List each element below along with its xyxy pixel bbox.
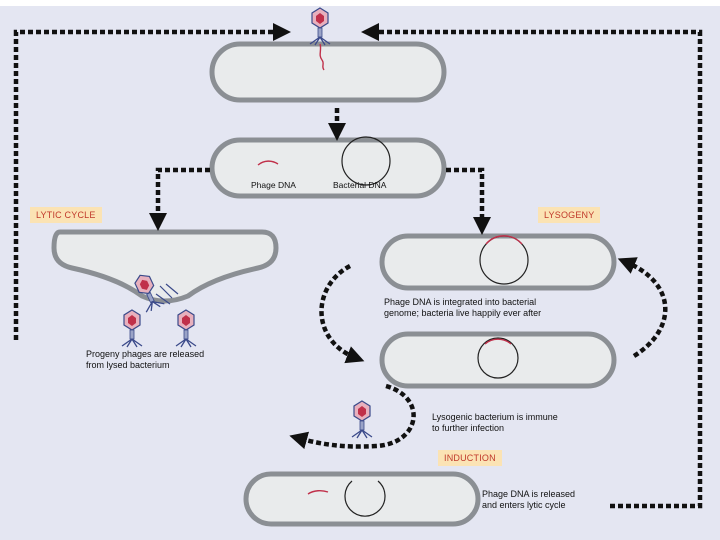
phage-fragments [155, 283, 179, 305]
immune-phage-icon [351, 400, 373, 439]
top-strip [0, 0, 720, 6]
progeny-phage-icon-1 [121, 309, 143, 348]
phage-dna-fragment [257, 160, 279, 166]
progeny-caption-line2: from lysed bacterium [86, 360, 170, 370]
lytic-cycle-label: LYTIC CYCLE [30, 207, 102, 223]
released-caption-line2: and enters lytic cycle [482, 500, 566, 510]
induction-label: INDUCTION [438, 450, 502, 466]
arrow-to-lysogeny [446, 167, 491, 235]
lysogeny-label: LYSOGENY [538, 207, 601, 223]
immune-caption-line1: Lysogenic bacterium is immune [432, 412, 558, 422]
released-caption-line1: Phage DNA is released [482, 489, 575, 499]
arrow-induction-to-infection [361, 23, 703, 509]
arrow-immunity-circle [289, 383, 416, 450]
lysed-bacterium [51, 229, 279, 304]
released-phage-dna [307, 489, 329, 495]
integrated-prophage-1 [485, 235, 523, 245]
bacterial-dna-circle [341, 136, 391, 186]
arrow-lysogeny-left-curve [319, 264, 365, 364]
phage-dna-label: Phage DNA [251, 180, 296, 190]
arrow-to-lytic [149, 167, 210, 231]
integrated-prophage-2 [484, 338, 512, 345]
progeny-caption-line1: Progeny phages are released [86, 349, 204, 359]
infecting-phage-icon [309, 7, 331, 46]
lysogenic-bacterium-1 [379, 233, 617, 291]
bacterium-infected [209, 41, 447, 103]
bacterial-dna-label: Bacterial DNA [333, 180, 387, 190]
lysogenic-bacterium-2 [379, 331, 617, 389]
immune-caption-line2: to further infection [432, 423, 504, 433]
induced-bacterium [243, 471, 481, 527]
progeny-phage-icon-2 [175, 309, 197, 348]
arrow-progeny-to-infection [13, 23, 291, 340]
bacterium-with-phage-dna [209, 137, 447, 199]
integrated-caption-line2: genome; bacteria live happily ever after [384, 308, 541, 318]
arrow-lysogeny-right-curve [617, 257, 668, 358]
bacterial-dna-circle-2 [477, 337, 519, 379]
integrated-caption-line1: Phage DNA is integrated into bacterial [384, 297, 536, 307]
bacterial-dna-open-circle [344, 480, 386, 517]
injected-dna [319, 43, 325, 71]
